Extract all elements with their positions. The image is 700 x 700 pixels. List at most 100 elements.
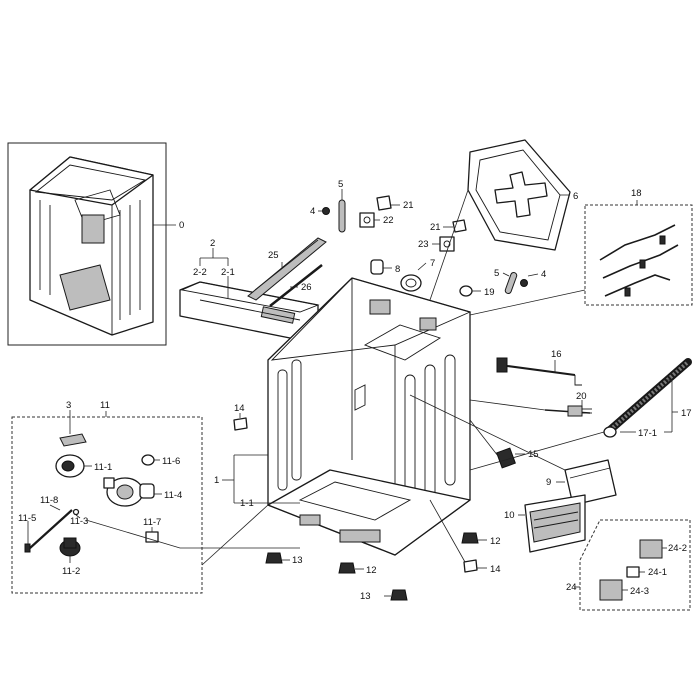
sensor-22 xyxy=(359,212,375,228)
valve-line xyxy=(469,419,499,457)
filter-cap-rod-11-8 xyxy=(29,509,73,549)
callout-0: 0 xyxy=(179,220,184,231)
drain-hose xyxy=(603,358,692,438)
sensor-21-top xyxy=(376,195,392,211)
module-24-2 xyxy=(639,539,663,559)
o-ring-11-6 xyxy=(141,454,155,466)
callout-4-left: 4 xyxy=(310,206,315,217)
callout-6: 6 xyxy=(573,191,578,202)
callout-8: 8 xyxy=(395,264,400,275)
callout-11-6: 11-6 xyxy=(162,456,180,467)
wire-harness xyxy=(599,224,679,297)
assembled-cabinet-drawing xyxy=(29,156,154,336)
support-rod xyxy=(269,264,323,307)
module-24-3 xyxy=(599,579,623,601)
callout-11-5: 11-5 xyxy=(18,513,36,524)
callout-11-2: 11-2 xyxy=(62,566,80,577)
part-19-grommet xyxy=(459,285,473,297)
dispenser-drawer-10 xyxy=(524,494,586,553)
suspension-spring-right xyxy=(504,271,518,295)
callout-7: 7 xyxy=(430,258,435,269)
part-7-ring xyxy=(400,274,422,292)
drain-pump-11-4 xyxy=(103,477,155,507)
callout-11-4: 11-4 xyxy=(164,490,182,501)
callout-19: 19 xyxy=(484,287,495,298)
bolt-right xyxy=(520,279,528,287)
leg-foot-12-left xyxy=(338,562,356,574)
control-panel-frame xyxy=(179,281,320,341)
module-24-1 xyxy=(626,566,640,578)
clip-14-bottom xyxy=(463,559,478,573)
callout-21-right: 21 xyxy=(430,222,441,233)
callout-4-right: 4 xyxy=(541,269,546,280)
sensor-21-right xyxy=(452,219,467,233)
pump-filter-11-1 xyxy=(55,454,85,478)
bolt-left xyxy=(322,207,330,215)
callout-2: 2 xyxy=(210,238,215,249)
callout-1: 1 xyxy=(214,475,219,486)
callout-5-left: 5 xyxy=(338,179,343,190)
part-8-cylinder xyxy=(370,259,384,275)
cord-line xyxy=(469,399,546,411)
sensor-23 xyxy=(439,236,455,252)
callout-9: 9 xyxy=(546,477,551,488)
callout-21-top: 21 xyxy=(403,200,414,211)
pump-assembly-frame xyxy=(11,416,203,594)
bottom-clip-line xyxy=(429,499,466,563)
callout-20: 20 xyxy=(576,391,587,402)
dispenser-cover-9 xyxy=(564,459,617,506)
callout-11-1: 11-1 xyxy=(94,462,112,473)
callout-2-2: 2-2 xyxy=(193,267,207,278)
clamp-11-3 xyxy=(72,508,80,516)
callout-17-1: 17-1 xyxy=(638,428,657,439)
filter-plug-11-2 xyxy=(59,537,81,557)
callout-2-1: 2-1 xyxy=(221,267,235,278)
callout-11: 11 xyxy=(100,400,110,411)
harness-line xyxy=(469,289,586,316)
callout-5-right: 5 xyxy=(494,268,499,279)
leg-foot-13-left xyxy=(265,552,283,564)
pump-hose-line xyxy=(85,519,300,549)
drain-cap-11-5 xyxy=(24,543,31,553)
callout-11-7: 11-7 xyxy=(143,517,161,528)
harness-frame xyxy=(584,204,693,306)
callout-14-bottom: 14 xyxy=(490,564,501,575)
callout-18: 18 xyxy=(631,188,642,199)
callout-25: 25 xyxy=(268,250,279,261)
callout-23: 23 xyxy=(418,239,429,250)
power-cord xyxy=(544,405,592,417)
hinge-bar xyxy=(247,237,327,301)
callout-1-1: 1-1 xyxy=(240,498,254,509)
callout-24: 24 xyxy=(566,582,577,593)
hose-to-cabinet-line xyxy=(469,431,605,471)
water-valve-15 xyxy=(496,447,516,469)
assembled-view-frame xyxy=(7,142,167,346)
main-cabinet xyxy=(267,277,472,556)
callout-24-3: 24-3 xyxy=(630,586,649,597)
dispenser-line xyxy=(409,394,566,471)
leg-foot-12-right xyxy=(461,532,479,544)
callout-22: 22 xyxy=(383,215,394,226)
callout-11-3: 11-3 xyxy=(70,516,88,527)
leg-foot-13-bottom xyxy=(390,589,408,601)
part-16-hose-bracket xyxy=(496,357,582,386)
callout-12-right: 12 xyxy=(490,536,501,547)
callout-10: 10 xyxy=(504,510,515,521)
clip-14-top xyxy=(233,417,248,431)
callout-3: 3 xyxy=(66,400,71,411)
callout-17: 17 xyxy=(681,408,692,419)
callout-13-left: 13 xyxy=(292,555,303,566)
bracket-3 xyxy=(59,433,87,447)
callout-24-2: 24-2 xyxy=(668,543,687,554)
module-24-frame xyxy=(579,519,691,611)
callout-26: 26 xyxy=(301,282,312,293)
suspension-spring-left xyxy=(338,199,346,233)
callout-11-8: 11-8 xyxy=(40,495,58,506)
callout-12-left: 12 xyxy=(366,565,377,576)
callout-14-top: 14 xyxy=(234,403,245,414)
callout-16: 16 xyxy=(551,349,562,360)
pump-to-cabinet-line xyxy=(201,504,269,566)
lid-line xyxy=(429,189,469,301)
callout-13-bottom: 13 xyxy=(360,591,371,602)
